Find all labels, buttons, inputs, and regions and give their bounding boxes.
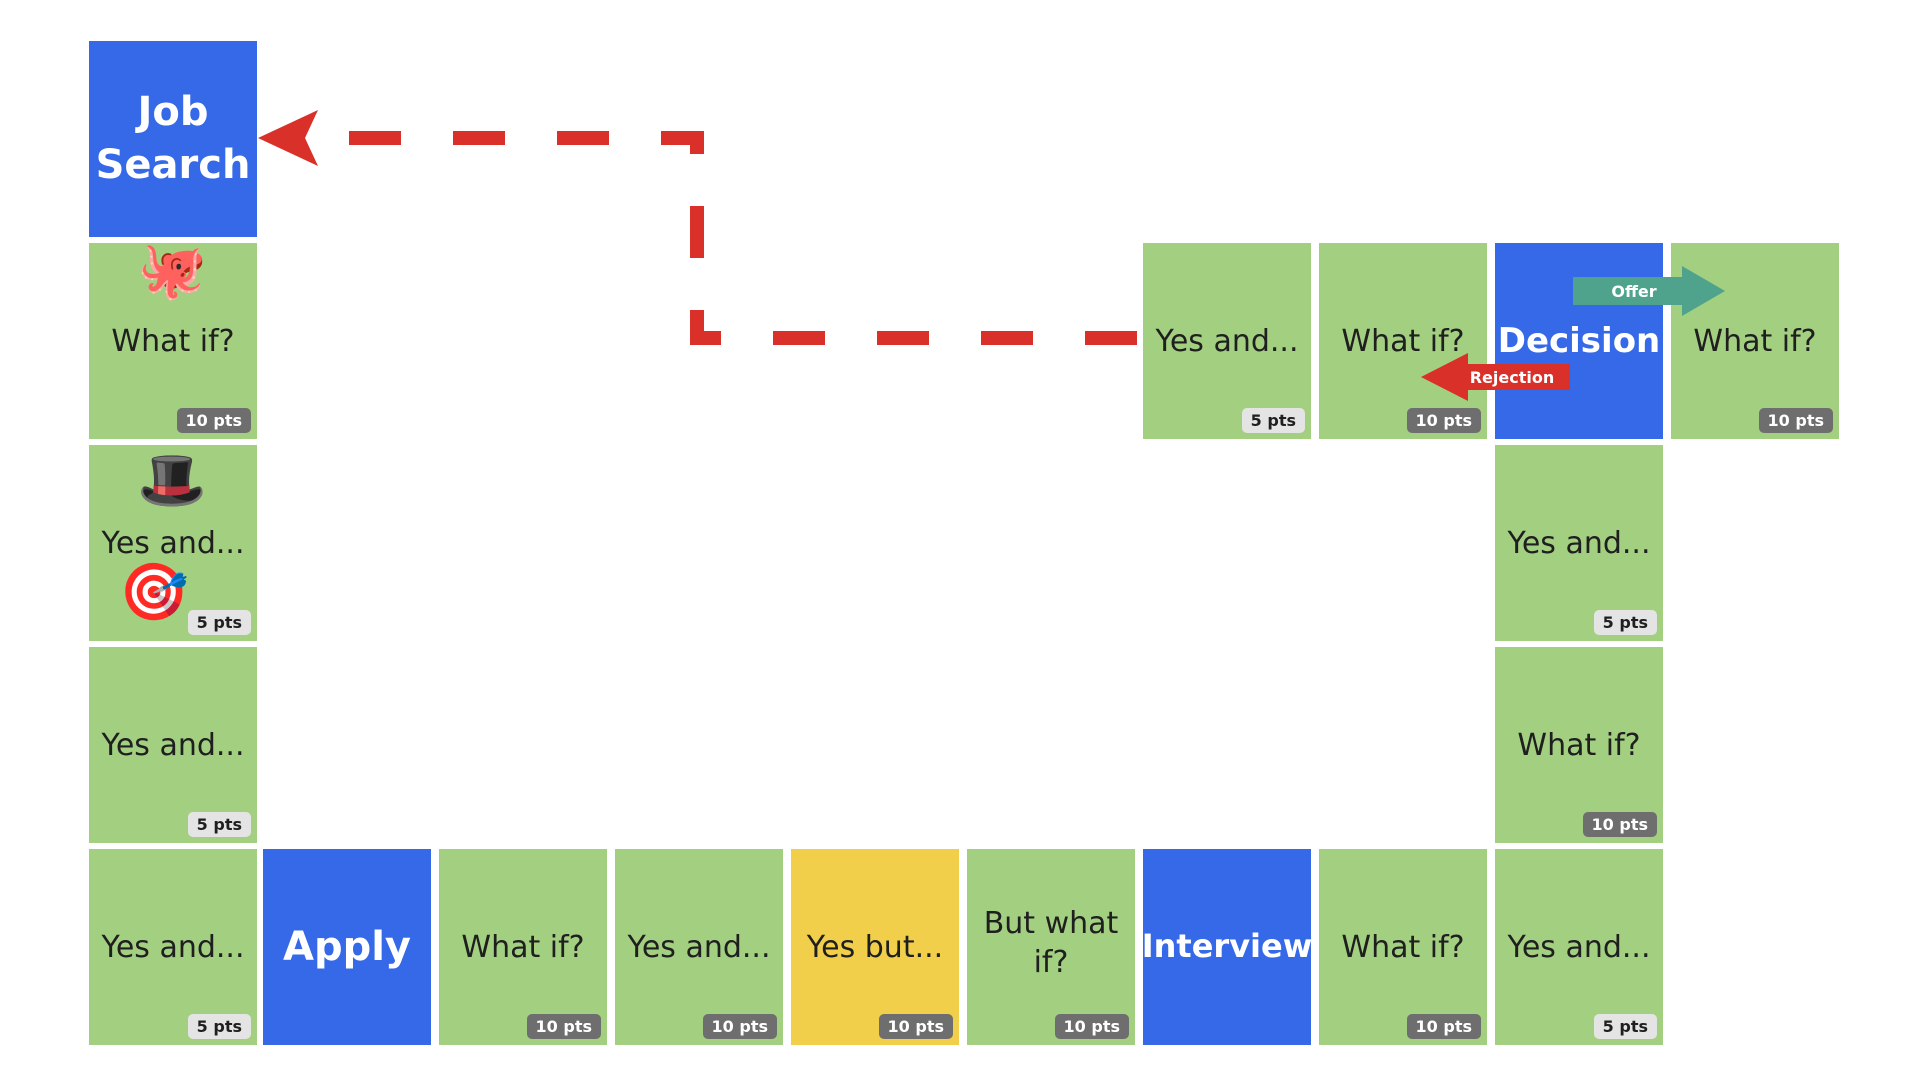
tile-label: Yes and...: [1155, 323, 1299, 359]
tile-label: Interview: [1141, 927, 1313, 966]
tile-bottom-1: Yes and... 5 pts: [89, 849, 257, 1045]
tile-job-search: Job Search: [89, 41, 257, 237]
tile-top-2: What if? 10 pts: [1319, 243, 1487, 439]
tile-right-2: Yes and... 5 pts: [1495, 445, 1663, 641]
points-badge: 10 pts: [1054, 1013, 1129, 1039]
tile-bottom-5: Yes but... 10 pts: [791, 849, 959, 1045]
tile-bottom-8: What if? 10 pts: [1319, 849, 1487, 1045]
octopus-icon: 🐙: [137, 238, 207, 303]
tile-interview: Interview: [1141, 849, 1313, 1045]
tile-label: Yes and...: [101, 727, 245, 763]
points-badge: 10 pts: [1406, 407, 1481, 433]
points-badge: 5 pts: [1593, 609, 1657, 635]
tile-label: Yes and...: [1507, 525, 1651, 561]
tile-label: Yes and...: [101, 929, 245, 965]
points-badge: 5 pts: [187, 609, 251, 635]
tile-left-1: 🐙 What if? 10 pts: [89, 243, 257, 439]
top-hat-icon: 🎩: [137, 448, 207, 513]
offer-label: Offer: [1611, 282, 1656, 301]
tile-label: Job Search: [95, 89, 251, 188]
tile-label: What if?: [1693, 323, 1817, 359]
tile-bottom-3: What if? 10 pts: [439, 849, 607, 1045]
tile-left-3: Yes and... 5 pts: [89, 647, 257, 843]
tile-label: What if?: [1341, 929, 1465, 965]
points-badge: 10 pts: [526, 1013, 601, 1039]
return-arrowhead: [258, 110, 318, 166]
tile-right-1: What if? 10 pts: [1495, 647, 1663, 843]
tile-label: What if?: [1517, 727, 1641, 763]
points-badge: 5 pts: [187, 1013, 251, 1039]
tile-label: What if?: [111, 323, 235, 359]
tile-bottom-4: Yes and... 10 pts: [615, 849, 783, 1045]
tile-label: Yes but...: [806, 929, 944, 965]
points-badge: 10 pts: [1758, 407, 1833, 433]
return-path-dashed-line: [322, 131, 1137, 345]
tile-label: Yes and...: [627, 929, 771, 965]
tile-label: What if?: [1341, 323, 1465, 359]
tile-top-1: Yes and... 5 pts: [1143, 243, 1311, 439]
tile-label: Decision: [1497, 320, 1661, 361]
points-badge: 10 pts: [702, 1013, 777, 1039]
dart-target-icon: 🎯: [119, 560, 189, 625]
tile-decision: Decision: [1495, 243, 1663, 439]
tile-apply: Apply: [263, 849, 431, 1045]
points-badge: 10 pts: [1406, 1013, 1481, 1039]
points-badge: 10 pts: [1582, 811, 1657, 837]
tile-label: Apply: [282, 923, 411, 970]
tile-label: What if?: [461, 929, 585, 965]
rejection-arrow: Rejection: [1421, 353, 1570, 401]
rejection-label: Rejection: [1470, 368, 1555, 387]
points-badge: 10 pts: [878, 1013, 953, 1039]
points-badge: 10 pts: [176, 407, 251, 433]
tile-label: But what if?: [983, 906, 1119, 980]
points-badge: 5 pts: [1593, 1013, 1657, 1039]
tile-label: Yes and...: [101, 525, 245, 561]
tile-bottom-9: Yes and... 5 pts: [1495, 849, 1663, 1045]
points-badge: 5 pts: [1241, 407, 1305, 433]
tile-top-4: What if? 10 pts: [1671, 243, 1839, 439]
tile-bottom-6: But what if? 10 pts: [967, 849, 1135, 1045]
offer-arrow: Offer: [1573, 266, 1725, 316]
points-badge: 5 pts: [187, 811, 251, 837]
tile-left-2: 🎩 Yes and... 🎯 5 pts: [89, 445, 257, 641]
tile-label: Yes and...: [1507, 929, 1651, 965]
